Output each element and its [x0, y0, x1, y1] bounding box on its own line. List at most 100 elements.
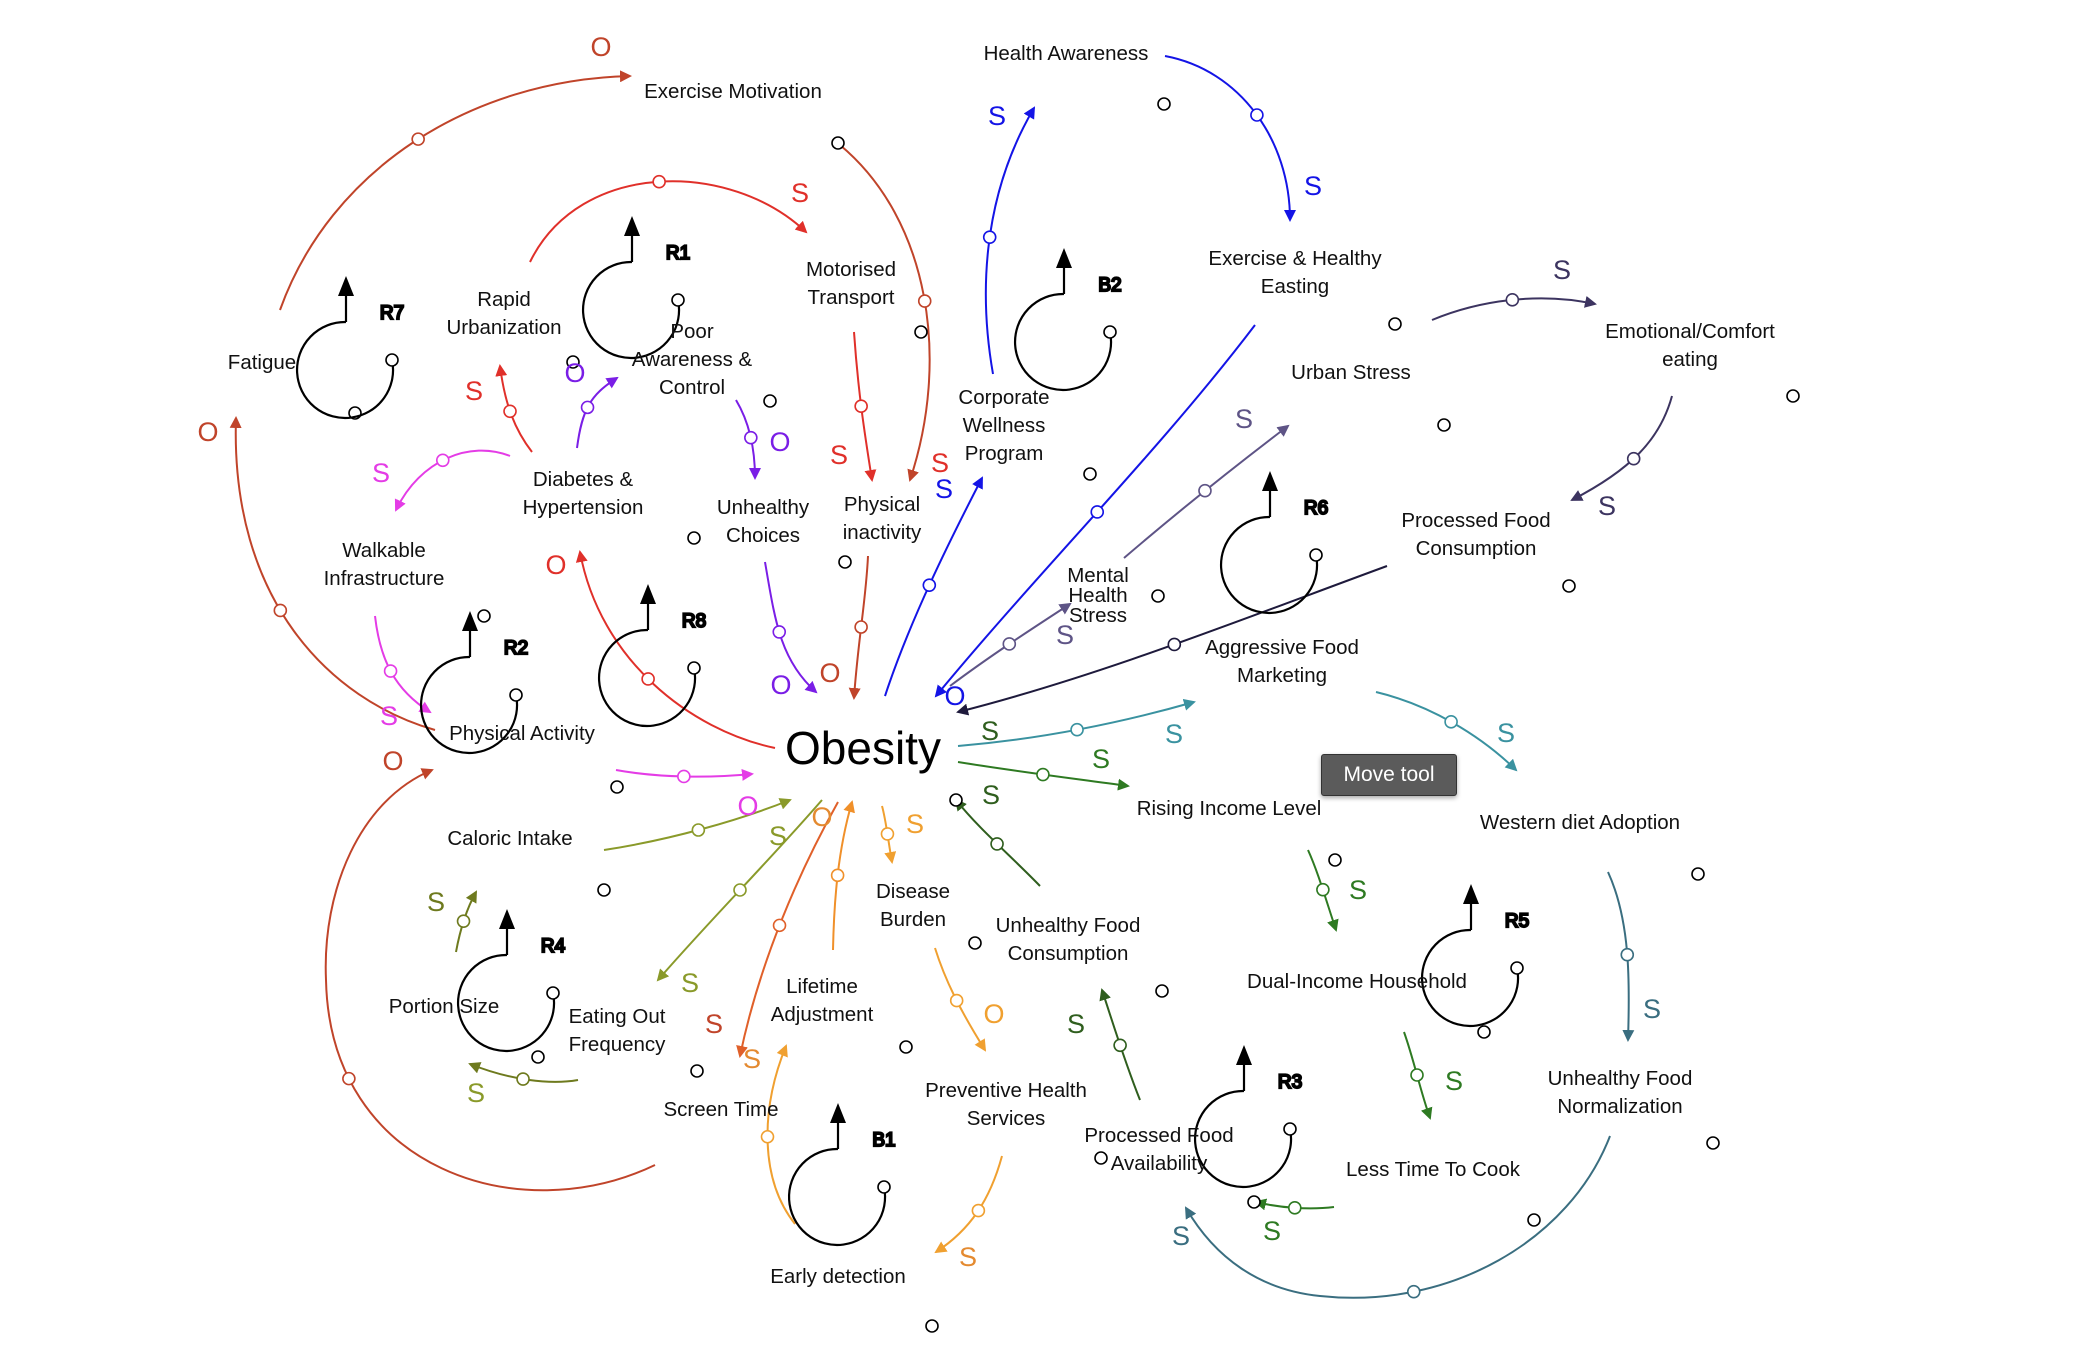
anchor-point[interactable]: [1388, 317, 1402, 331]
loop-indicator-r7[interactable]: R7: [250, 269, 405, 420]
anchor-point[interactable]: [566, 355, 580, 369]
polarity-same-marker[interactable]: S: [1445, 1066, 1463, 1096]
polarity-opposite-marker[interactable]: O: [737, 791, 758, 821]
link-handle[interactable]: [1444, 715, 1458, 729]
link-handle[interactable]: [1620, 947, 1635, 962]
polarity-same-marker[interactable]: S: [1092, 744, 1110, 774]
link-handle[interactable]: [652, 174, 666, 189]
polarity-same-marker[interactable]: S: [791, 178, 809, 208]
link-handle[interactable]: [411, 132, 425, 146]
anchor-point[interactable]: [914, 325, 928, 339]
link-corporate-wellness-health-awareness[interactable]: [984, 106, 1036, 375]
link-handle[interactable]: [1090, 505, 1105, 519]
link-handle[interactable]: [273, 603, 288, 618]
link-handle[interactable]: [854, 399, 868, 414]
variable-portion-size[interactable]: Portion Size: [389, 995, 500, 1018]
link-handle[interactable]: [922, 578, 937, 592]
polarity-opposite-marker[interactable]: O: [382, 746, 403, 776]
polarity-same-marker[interactable]: S: [931, 448, 949, 478]
variable-western-diet[interactable]: Western diet Adoption: [1480, 811, 1680, 834]
loop-indicator-r1[interactable]: R1: [536, 209, 691, 360]
anchor-point[interactable]: [531, 1050, 545, 1064]
link-handle[interactable]: [641, 672, 655, 686]
link-normalization-availability[interactable]: [1184, 1135, 1611, 1299]
polarity-same-marker[interactable]: S: [380, 701, 398, 731]
anchor-point[interactable]: [1247, 1195, 1261, 1209]
link-handle[interactable]: [990, 837, 1004, 851]
anchor-point[interactable]: [1477, 1025, 1491, 1039]
link-health-awareness-exercise-healthy[interactable]: [1164, 55, 1296, 222]
polarity-same-marker[interactable]: S: [681, 968, 699, 998]
link-exercise-motivation-physical-inactivity[interactable]: [839, 144, 931, 482]
loop-indicator-b1[interactable]: B1: [742, 1096, 897, 1247]
polarity-opposite-marker[interactable]: O: [819, 658, 840, 688]
link-handle[interactable]: [1505, 293, 1520, 307]
link-handle[interactable]: [342, 1071, 356, 1086]
link-handle[interactable]: [677, 769, 691, 784]
link-handle[interactable]: [383, 664, 398, 678]
anchor-point[interactable]: [831, 136, 845, 150]
loop-indicator-r5[interactable]: R5: [1375, 877, 1530, 1028]
polarity-same-marker[interactable]: S: [830, 440, 848, 470]
variable-health-awareness[interactable]: Health Awareness: [984, 42, 1149, 65]
link-handle[interactable]: [1002, 637, 1017, 651]
polarity-same-marker[interactable]: S: [372, 458, 390, 488]
link-handle[interactable]: [971, 1203, 986, 1218]
anchor-point[interactable]: [477, 609, 491, 623]
polarity-opposite-marker[interactable]: O: [770, 670, 791, 700]
variable-rising-income[interactable]: Rising Income Level: [1137, 797, 1322, 820]
polarity-opposite-marker[interactable]: O: [545, 550, 566, 580]
anchor-point[interactable]: [1527, 1213, 1541, 1227]
anchor-point[interactable]: [838, 555, 852, 569]
polarity-same-marker[interactable]: S: [1263, 1216, 1281, 1246]
anchor-point[interactable]: [690, 1064, 704, 1078]
polarity-same-marker[interactable]: S: [1172, 1221, 1190, 1251]
link-handle[interactable]: [1626, 451, 1641, 466]
anchor-point[interactable]: [1328, 853, 1342, 867]
anchor-point[interactable]: [968, 936, 982, 950]
anchor-point[interactable]: [1094, 1151, 1108, 1165]
polarity-same-marker[interactable]: S: [1497, 718, 1515, 748]
link-handle[interactable]: [1113, 1038, 1127, 1053]
polarity-same-marker[interactable]: S: [981, 716, 999, 746]
polarity-same-marker[interactable]: S: [427, 887, 445, 917]
polarity-same-marker[interactable]: S: [1349, 875, 1367, 905]
link-handle[interactable]: [854, 620, 868, 634]
anchor-point[interactable]: [949, 793, 963, 807]
variable-diabetes[interactable]: Diabetes &Hypertension: [523, 468, 644, 519]
loop-indicator-r8[interactable]: R8: [552, 577, 707, 728]
polarity-same-marker[interactable]: S: [935, 474, 953, 504]
link-obesity-screen-time[interactable]: [736, 801, 839, 1058]
polarity-same-marker[interactable]: S: [1056, 620, 1074, 650]
link-handle[interactable]: [1250, 108, 1264, 122]
variable-caloric-intake[interactable]: Caloric Intake: [447, 827, 572, 850]
polarity-same-marker[interactable]: S: [743, 1044, 761, 1074]
link-handle[interactable]: [772, 625, 787, 639]
link-handle[interactable]: [1316, 882, 1330, 897]
polarity-same-marker[interactable]: S: [467, 1078, 485, 1108]
polarity-opposite-marker[interactable]: O: [983, 999, 1004, 1029]
polarity-same-marker[interactable]: S: [705, 1009, 723, 1039]
link-handle[interactable]: [1287, 1201, 1302, 1215]
link-handle[interactable]: [1070, 722, 1084, 737]
link-handle[interactable]: [760, 1129, 775, 1144]
anchor-point[interactable]: [687, 531, 701, 545]
anchor-point[interactable]: [925, 1319, 939, 1333]
polarity-opposite-marker[interactable]: O: [769, 427, 790, 457]
variable-physical-activity[interactable]: Physical Activity: [449, 722, 596, 745]
polarity-same-marker[interactable]: S: [1553, 255, 1571, 285]
polarity-opposite-marker[interactable]: O: [590, 32, 611, 62]
anchor-point[interactable]: [1155, 984, 1169, 998]
polarity-opposite-marker[interactable]: O: [197, 417, 218, 447]
polarity-opposite-marker[interactable]: O: [564, 358, 585, 388]
